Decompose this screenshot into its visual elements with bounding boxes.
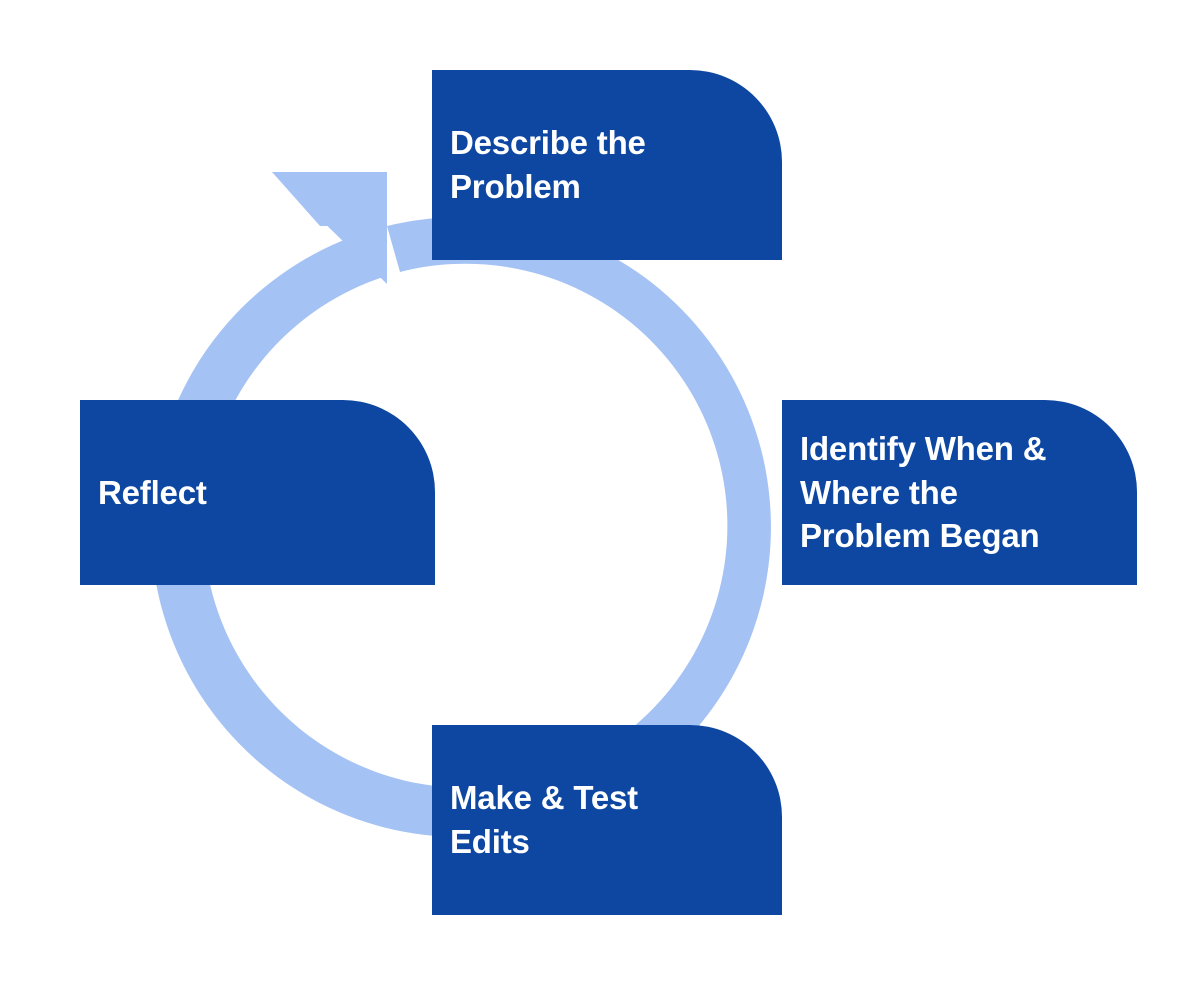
step-label-line: Problem [450,168,581,205]
step-box-identify-when-and-where-the-problem-began[interactable]: Identify When & Where the Problem Began [782,400,1137,585]
step-box-make-and-test-edits[interactable]: Make & Test Edits [432,725,782,915]
cycle-arrowhead-joint [272,172,387,226]
step-label-line: Identify When & [800,430,1047,468]
step-label-line: Problem Began [800,517,1040,555]
step-box-reflect[interactable]: Reflect [80,400,435,585]
step-label-line: Describe the [450,124,646,162]
step-label-line: Make & Test [450,779,638,817]
step-label-line: Edits [450,823,530,860]
step-label-line: Reflect [98,473,207,511]
step-box-describe-the-problem[interactable]: Describe the Problem [432,70,782,260]
step-label-line: Where the [800,473,958,511]
